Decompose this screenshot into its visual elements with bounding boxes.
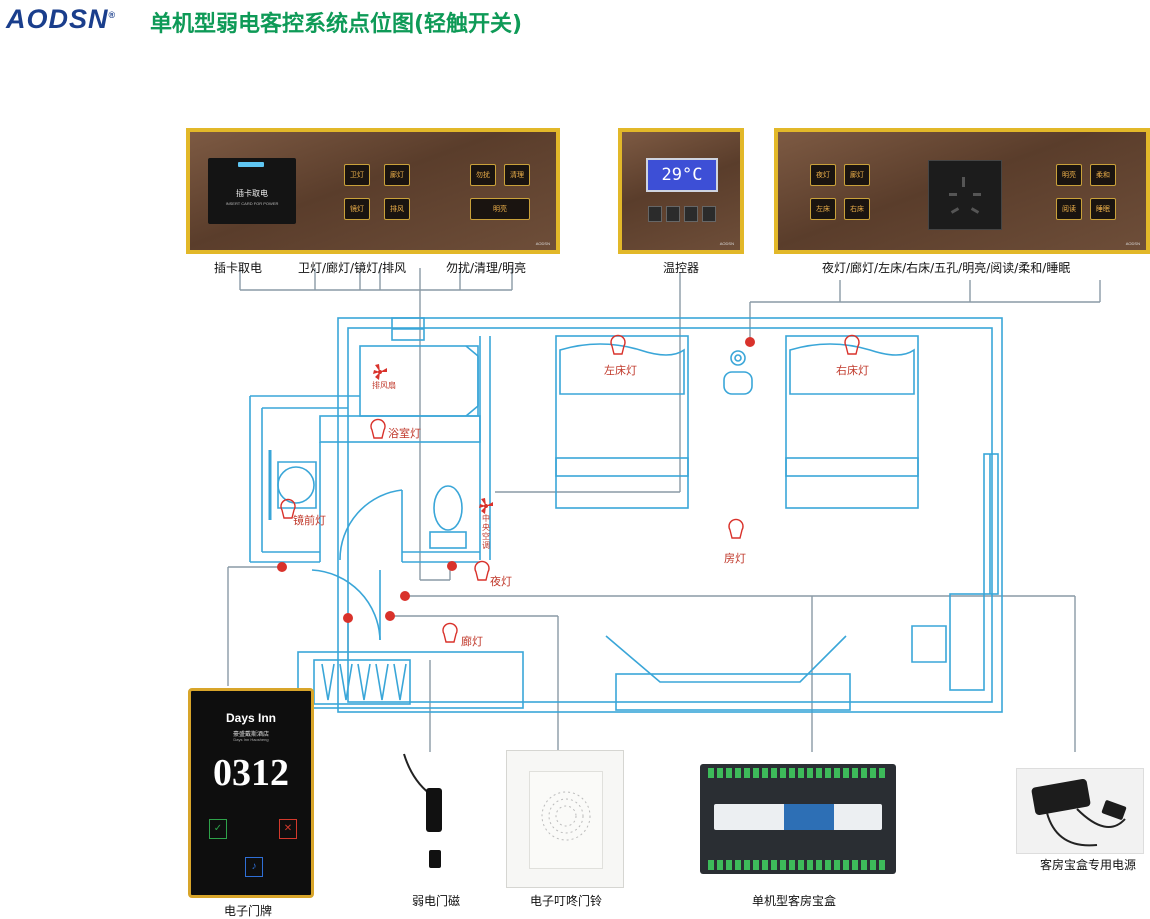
terminal-strip-bottom xyxy=(708,860,888,870)
switch-mirror-light[interactable]: 镜灯 xyxy=(344,198,370,220)
card-slot-indicator xyxy=(238,162,264,167)
door-plate-brand: Days Inn xyxy=(225,711,276,725)
thermostat-brand-mark: AODSN xyxy=(719,241,734,246)
wiring-lines xyxy=(227,268,1101,752)
speaker-grille-icon xyxy=(541,791,591,841)
caption-door-plate: 电子门牌 xyxy=(224,904,273,918)
label-bathroom-light: 浴室灯 xyxy=(388,427,421,440)
switch-corridor-light[interactable]: 廊灯 xyxy=(384,164,410,186)
caption-card-power: 插卡取电 xyxy=(214,261,263,275)
switch-right-bed[interactable]: 右床 xyxy=(844,198,870,220)
terminal-strip-top xyxy=(708,768,888,778)
thermostat-power-button[interactable] xyxy=(648,206,662,222)
caption-door-magnet: 弱电门磁 xyxy=(412,894,461,908)
control-box-stripe xyxy=(784,804,834,830)
label-night-light: 夜灯 xyxy=(490,575,512,588)
thermostat-down-button[interactable] xyxy=(702,206,716,222)
switch-sleep[interactable]: 睡眠 xyxy=(1090,198,1116,220)
label-left-bed-light: 左床灯 xyxy=(604,364,637,377)
caption-control-box: 单机型客房宝盒 xyxy=(752,894,837,908)
switch-night-light[interactable]: 夜灯 xyxy=(810,164,836,186)
caption-thermostat: 温控器 xyxy=(663,261,700,275)
caption-right-switches: 夜灯/廊灯/左床/右床/五孔/明亮/阅读/柔和/睡眠 xyxy=(822,261,1071,275)
door-plate-hotel-en: Days Inn Haosheng xyxy=(233,737,269,742)
five-hole-socket xyxy=(928,160,1002,230)
switch-exhaust[interactable]: 排风 xyxy=(384,198,410,220)
caption-service-switches: 勿扰/清理/明亮 xyxy=(446,261,527,275)
switch-corridor-light-2[interactable]: 廊灯 xyxy=(844,164,870,186)
door-plate-room-number: 0312 xyxy=(213,752,289,794)
thermostat-up-button[interactable] xyxy=(684,206,698,222)
switch-reading[interactable]: 阅读 xyxy=(1056,198,1082,220)
doorbell-device xyxy=(506,750,624,888)
room-control-box xyxy=(700,764,896,874)
switch-do-not-disturb[interactable]: 勿扰 xyxy=(470,164,496,186)
doorbell-icon[interactable]: ♪ xyxy=(245,857,263,877)
thermostat-display: 29°C xyxy=(646,158,718,192)
caption-light-switches: 卫灯/廊灯/镜灯/排风 xyxy=(298,261,407,275)
light-bulb-icons xyxy=(280,334,860,643)
electronic-door-plate: Days Inn 豪盛戴斯酒店 Days Inn Haosheng 0312 ✓… xyxy=(188,688,314,898)
switch-bathroom-light[interactable]: 卫灯 xyxy=(344,164,370,186)
label-mirror-light: 镜前灯 xyxy=(293,514,326,527)
panel-brand-mark-right: AODSN xyxy=(1125,241,1140,246)
page-title: 单机型弱电客控系统点位图(轻触开关) xyxy=(150,12,523,37)
switch-bright-2[interactable]: 明亮 xyxy=(1056,164,1082,186)
switch-clean-room[interactable]: 清理 xyxy=(504,164,530,186)
card-slot-title: 插卡取电 xyxy=(236,189,268,198)
door-plate-hotel-cn: 豪盛戴斯酒店 xyxy=(232,732,269,738)
room-walls xyxy=(249,317,1003,713)
right-switch-panel: 夜灯 廊灯 左床 右床 明亮 柔和 阅读 睡眠 AODSN xyxy=(774,128,1150,254)
power-supply-image xyxy=(1016,768,1144,854)
brand-logo: AODSN® xyxy=(6,4,117,34)
label-central-ac: 中央空调 xyxy=(482,514,490,550)
switch-bright[interactable]: 明亮 xyxy=(470,198,530,220)
label-corridor-light: 廊灯 xyxy=(461,635,483,648)
door-magnet-image xyxy=(403,753,442,868)
panel-brand-mark: AODSN xyxy=(535,241,550,246)
clean-room-icon: ✓ xyxy=(209,819,227,839)
card-power-slot: 插卡取电 INSERT CARD FOR POWER xyxy=(208,158,296,224)
do-not-disturb-icon: ✕ xyxy=(279,819,297,839)
switch-left-bed[interactable]: 左床 xyxy=(810,198,836,220)
card-slot-subtitle: INSERT CARD FOR POWER xyxy=(225,201,279,206)
label-room-light: 房灯 xyxy=(724,552,746,565)
label-exhaust-fan: 排风扇 xyxy=(372,381,396,390)
fan-icons xyxy=(373,364,493,514)
caption-power-supply: 客房宝盒专用电源 xyxy=(1040,858,1137,872)
caption-doorbell: 电子叮咚门铃 xyxy=(530,894,603,908)
thermostat-mode-button[interactable] xyxy=(666,206,680,222)
label-right-bed-light: 右床灯 xyxy=(836,364,869,377)
left-switch-panel: 插卡取电 INSERT CARD FOR POWER 卫灯 廊灯 镜灯 排风 勿… xyxy=(186,128,560,254)
sensor-markers xyxy=(277,337,755,623)
thermostat-panel: 29°C AODSN xyxy=(618,128,744,254)
switch-soft[interactable]: 柔和 xyxy=(1090,164,1116,186)
